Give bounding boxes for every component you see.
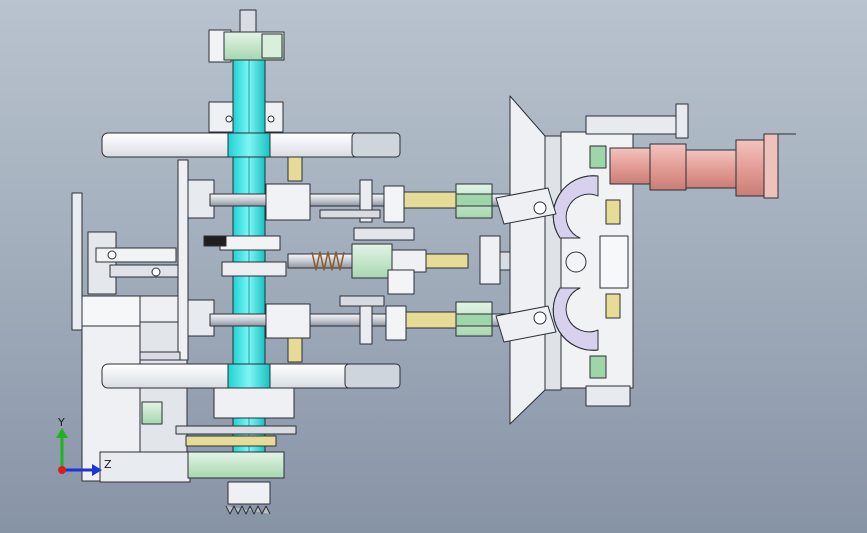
top-shaft-collar <box>208 29 285 63</box>
upper-clamp-jaw <box>552 145 621 239</box>
upper-bearing-block <box>208 101 284 133</box>
toggle-linkage-arms <box>495 187 587 343</box>
copper-output-tube <box>609 133 796 199</box>
upper-disc-plate <box>101 132 401 158</box>
lower-horizontal-rod-assembly <box>209 295 511 345</box>
guide-post-upper <box>287 156 303 182</box>
view-orientation-triad-icon: Y Z <box>56 416 112 476</box>
center-spring-assembly <box>203 227 521 295</box>
y-axis-label: Y <box>57 416 65 429</box>
lower-clamp-jaw <box>552 287 621 379</box>
lower-disc-plate <box>101 363 401 389</box>
z-axis-label: Z <box>104 458 112 471</box>
guide-post-lower <box>287 335 303 363</box>
lower-gear-stack <box>139 351 297 515</box>
upper-horizontal-rod-assembly <box>209 179 511 223</box>
